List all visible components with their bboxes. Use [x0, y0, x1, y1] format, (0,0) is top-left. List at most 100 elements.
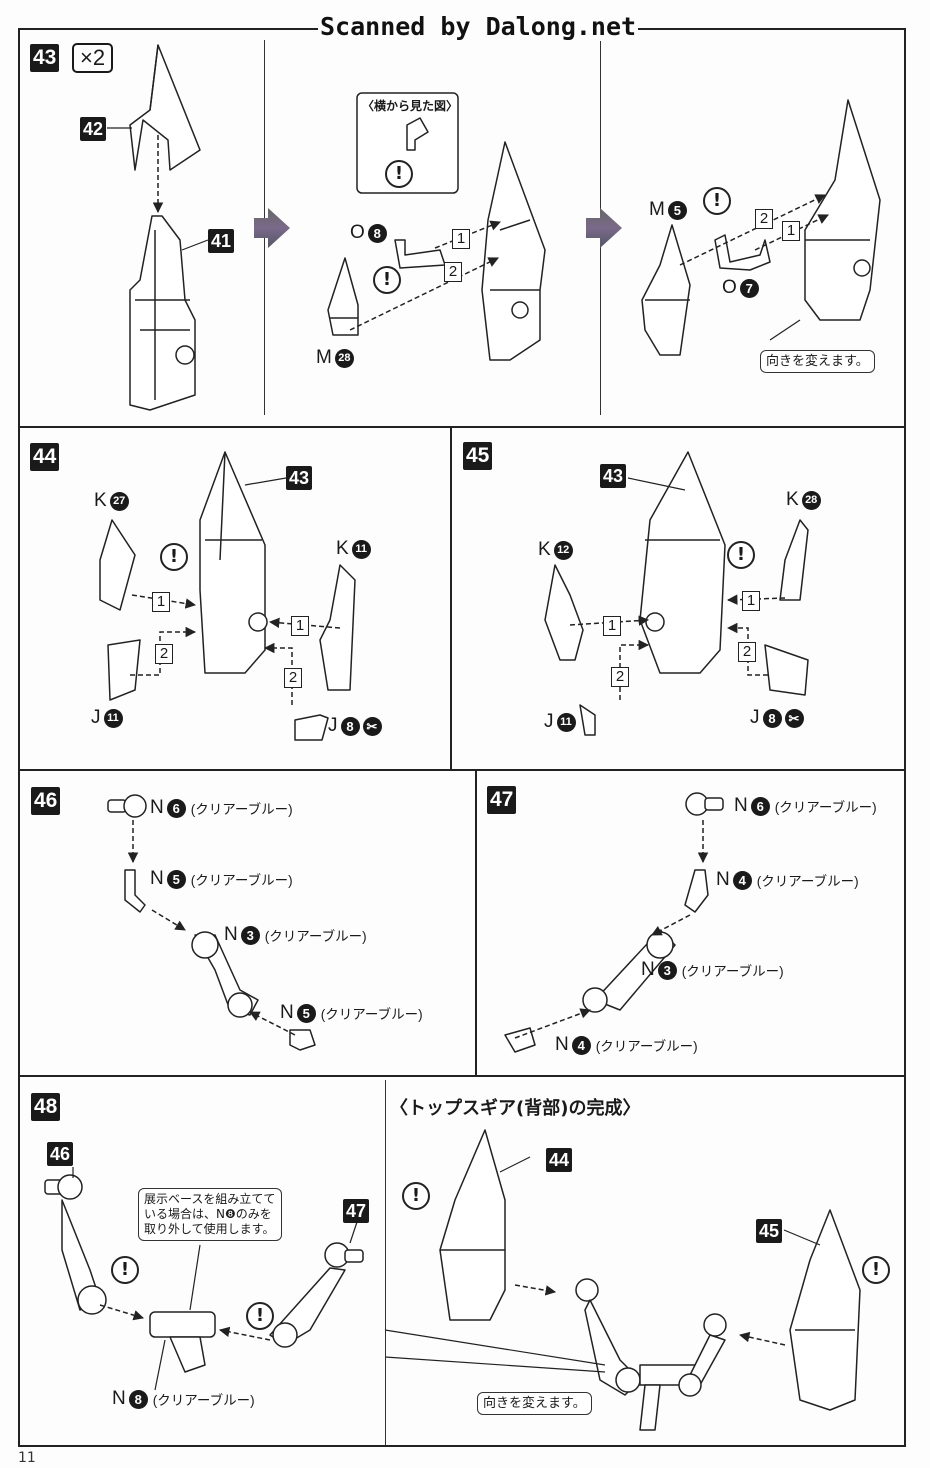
step-number-45: 45 [463, 442, 493, 470]
part-number-badge: 5 [296, 1003, 316, 1023]
runner-letter: M [649, 199, 665, 220]
color-note: (クリアーブルー) [595, 1039, 698, 1054]
arm-46 [44, 1174, 107, 1315]
part-number-badge: 11 [103, 708, 123, 728]
step-number-47: 47 [487, 786, 517, 814]
step-number-46: 46 [31, 787, 61, 815]
sequence-marker: 2 [755, 209, 773, 229]
assembly-line [131, 594, 197, 609]
part-number-badge: 28 [334, 348, 354, 368]
runner-letter: K [94, 490, 107, 511]
warning-icon: ! [703, 187, 731, 215]
completed-left-unit [439, 1129, 506, 1321]
color-note: (クリアーブルー) [152, 1393, 255, 1408]
leader-line [499, 1156, 531, 1173]
part-label: N 4 (クリアーブルー) [716, 869, 859, 891]
leader-line [769, 319, 801, 341]
warning-icon: ! [402, 1182, 430, 1210]
part-number-badge: 11 [556, 712, 576, 732]
part-number-badge: 6 [166, 798, 186, 818]
part-j8-45 [764, 644, 809, 696]
part-number-badge: 12 [553, 540, 573, 560]
part-m28-cone [327, 257, 359, 336]
part-label-j11: J 11 [544, 711, 576, 733]
part-label-k12: K 12 [538, 539, 573, 561]
color-note: (クリアーブルー) [774, 800, 877, 815]
part-number-badge: 8 [128, 1389, 148, 1409]
warning-icon: ! [160, 543, 188, 571]
warning-icon: ! [373, 266, 401, 294]
runner-letter: N [555, 1034, 569, 1055]
step-number-48: 48 [31, 1093, 61, 1121]
part-number-badge: 4 [571, 1035, 591, 1055]
completion-title: 〈トップスギア(背部)の完成〉 [390, 1098, 641, 1119]
part-43-assembly-45 [639, 451, 726, 674]
leader-line [627, 477, 686, 491]
panel-step-48 [18, 1075, 906, 1447]
warning-icon: ! [727, 541, 755, 569]
part-label: N 5 (クリアーブルー) [280, 1002, 423, 1024]
part-number-badge: 11 [351, 539, 371, 559]
part-number-badge: 3 [240, 925, 260, 945]
leader-line [189, 1244, 201, 1311]
part-number-badge: 8 [762, 708, 782, 728]
part-number-badge: 6 [750, 796, 770, 816]
assembly-line [349, 257, 499, 331]
scan-watermark: Scanned by Dalong.net [318, 12, 639, 41]
part-label-m5: M 5 [649, 199, 687, 221]
part-label-k27: K 27 [94, 490, 129, 512]
part-number-badge: 27 [109, 491, 129, 511]
part-number-badge: 28 [801, 490, 821, 510]
divider [385, 1080, 386, 1445]
part-n5-46b [289, 1029, 316, 1051]
ref-part-43: 43 [286, 466, 313, 490]
part-k28 [779, 519, 809, 601]
leader-line [181, 239, 209, 251]
ref-part-47: 47 [343, 1199, 370, 1223]
joint [191, 931, 219, 959]
sequence-marker: 2 [738, 642, 756, 662]
joint [227, 992, 253, 1018]
assembly-line [218, 1326, 271, 1341]
assembly-line [514, 1008, 591, 1039]
part-41-body [129, 215, 196, 411]
color-note: (クリアーブルー) [681, 964, 784, 979]
part-n4-47b [504, 1027, 536, 1053]
part-m5 [641, 224, 691, 356]
sequence-marker: 1 [452, 229, 470, 249]
part-n8 [149, 1311, 216, 1373]
part-label-k11: K 11 [336, 538, 371, 560]
part-label: N 3 (クリアーブルー) [641, 959, 784, 981]
step-number-43: 43 [30, 44, 60, 72]
runner-letter: M [316, 347, 332, 368]
part-label-j8: J 8 ✂ [750, 707, 804, 729]
leader-line [349, 1221, 358, 1244]
rotate-note: 向きを変えます。 [477, 1392, 592, 1415]
part-number-badge: 3 [657, 960, 677, 980]
part-label-j11: J 11 [91, 707, 123, 729]
sequence-marker: 1 [782, 221, 800, 241]
part-label-j8: J 8 ✂ [328, 715, 382, 737]
part-j11 [107, 639, 141, 701]
assembly-line [651, 914, 691, 936]
part-number-badge: 5 [667, 200, 687, 220]
side-view-part [406, 117, 429, 151]
ref-part-46: 46 [47, 1142, 74, 1166]
runner-letter: N [641, 959, 655, 980]
sequence-marker: 2 [444, 262, 462, 282]
runner-letter: J [544, 711, 554, 732]
runner-letter: O [722, 277, 737, 298]
runner-letter: N [224, 924, 238, 945]
part-k27 [99, 519, 136, 611]
leader-line [154, 1339, 166, 1391]
runner-letter: N [150, 797, 164, 818]
color-note: (クリアーブルー) [190, 873, 293, 888]
runner-letter: J [328, 715, 338, 736]
runner-letter: N [716, 869, 730, 890]
sequence-marker: 1 [742, 591, 760, 611]
part-n6-46 [107, 794, 147, 818]
sequence-marker: 1 [152, 592, 170, 612]
assembly-line [679, 194, 826, 266]
part-42-shell [129, 44, 201, 171]
